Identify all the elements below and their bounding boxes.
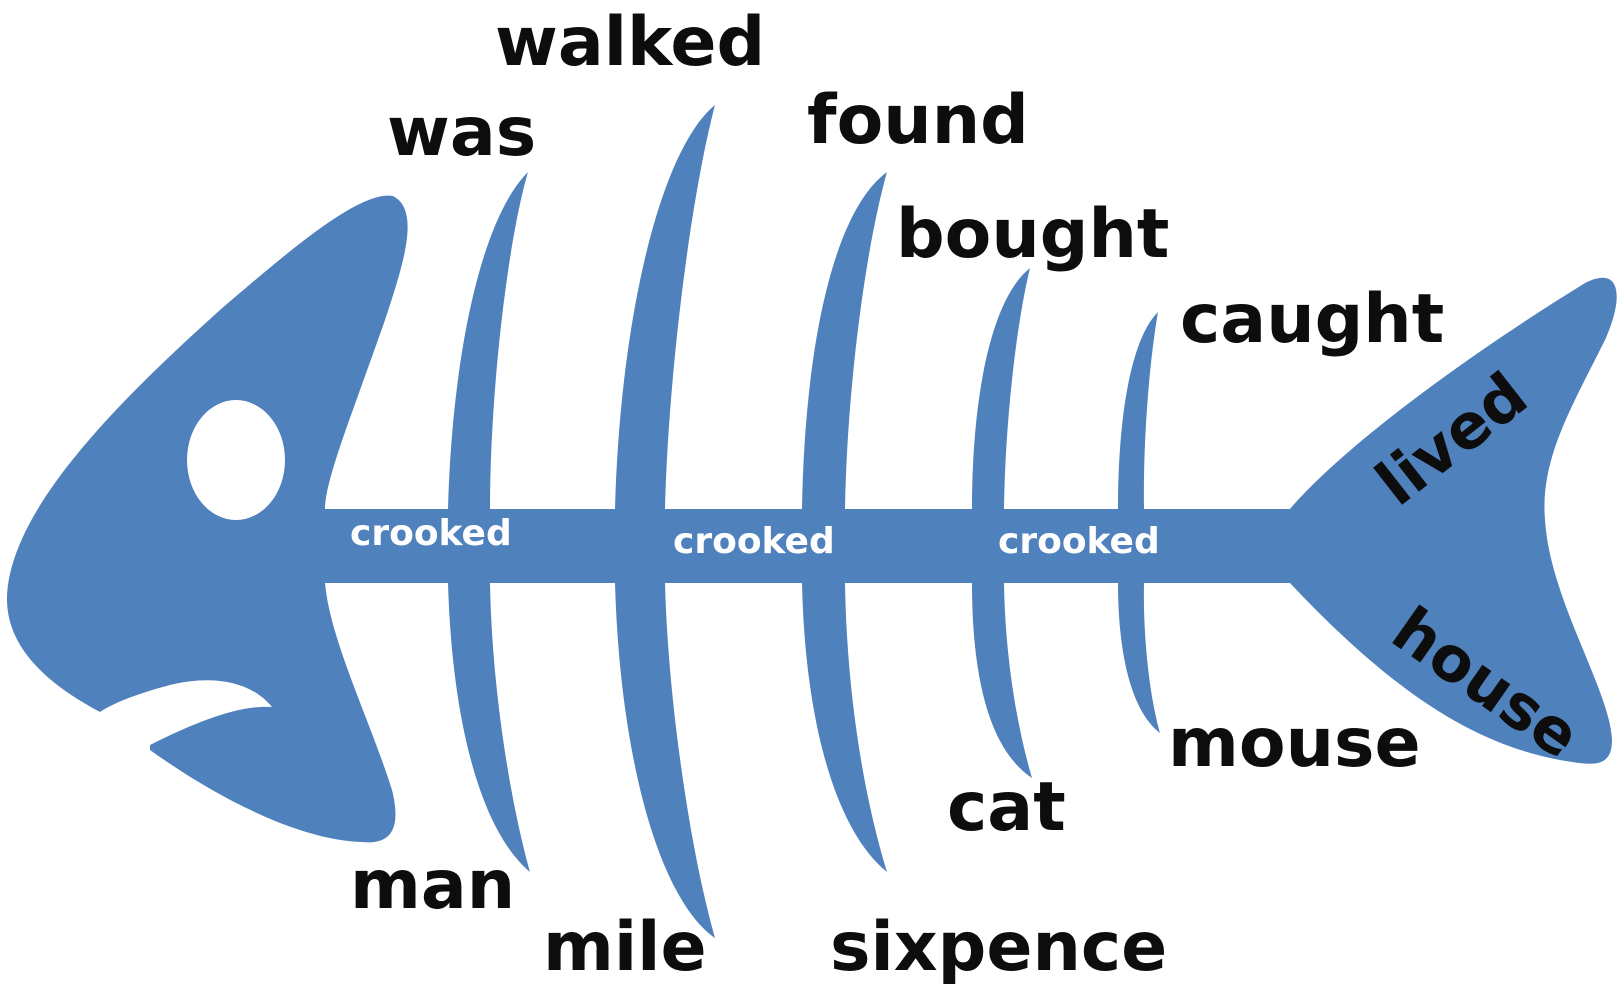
fish-skeleton	[6, 105, 1617, 938]
word-caught: caught	[1180, 280, 1444, 359]
rib-4-top	[972, 268, 1030, 509]
spine-label-1: crooked	[350, 513, 512, 554]
word-found: found	[807, 81, 1029, 160]
fish-eye	[187, 400, 285, 520]
word-mouse: mouse	[1168, 704, 1421, 783]
rib-1-top	[448, 172, 528, 509]
word-walked: walked	[495, 3, 765, 82]
fish-spine	[322, 509, 1300, 583]
rib-2-bottom	[615, 583, 715, 938]
rib-3-bottom	[802, 583, 887, 872]
spine-label-2: crooked	[673, 521, 835, 562]
rib-2-top	[615, 105, 715, 509]
word-mile: mile	[543, 908, 707, 987]
rib-3-top	[802, 172, 887, 509]
rib-4-bottom	[972, 583, 1032, 778]
rib-5-bottom	[1118, 583, 1160, 733]
word-cat: cat	[947, 768, 1066, 847]
rib-1-bottom	[448, 583, 530, 872]
word-sixpence: sixpence	[830, 908, 1167, 987]
fish-tail	[1290, 277, 1617, 764]
fish-head	[6, 195, 408, 843]
spine-label-3: crooked	[998, 521, 1160, 562]
word-bought: bought	[896, 195, 1169, 274]
word-was: was	[387, 93, 536, 172]
rib-5-top	[1118, 312, 1158, 509]
word-man: man	[350, 846, 515, 925]
